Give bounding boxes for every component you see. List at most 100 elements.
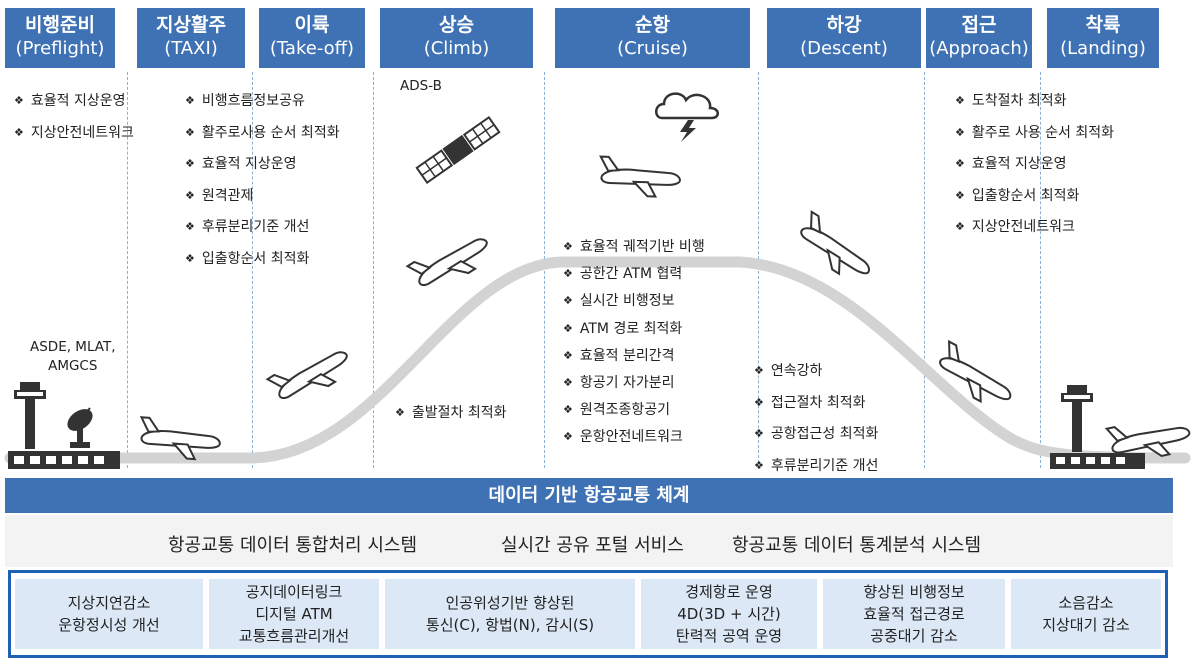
phase-takeoff: 이륙 (Take-off) <box>259 8 365 68</box>
asde-label-line1: ASDE, MLAT, <box>30 339 116 355</box>
benefit-box: 지상지연감소 운항정시성 개선 <box>15 579 203 649</box>
benefit-line: 통신(C), 항법(N), 감시(S) <box>425 616 595 634</box>
airplane-icon <box>939 339 1012 404</box>
cruise-list: 효율적 궤적기반 비행 공한간 ATM 협력 실시간 비행정보 ATM 경로 최… <box>563 234 705 452</box>
benefit-line: 지상지연감소 <box>67 594 151 612</box>
airplane-icon <box>800 210 870 276</box>
list-item: 공한간 ATM 협력 <box>563 261 705 288</box>
climb-list: 출발절차 최적화 <box>395 398 507 430</box>
storm-cloud-icon <box>655 92 719 142</box>
list-item: 원격조종항공기 <box>563 397 705 424</box>
phase-landing: 착륙 (Landing) <box>1047 8 1159 68</box>
flight-profile-illustration <box>4 92 1191 469</box>
phase-divider <box>1040 72 1041 468</box>
phase-climb: 상승 (Climb) <box>380 8 533 68</box>
phase-label-en: (Cruise) <box>617 38 688 59</box>
list-item: 효율적 궤적기반 비행 <box>563 234 705 261</box>
phase-label-ko: 지상활주 <box>156 14 226 36</box>
benefit-line: 지상대기 감소 <box>1042 616 1130 634</box>
list-item: 도착절차 최적화 <box>955 86 1114 118</box>
benefit-box: 향상된 비행정보 효율적 접근경로 공중대기 감소 <box>823 579 1005 649</box>
airplane-icon <box>139 416 221 461</box>
radar-dish-icon <box>67 407 93 448</box>
list-item: 입출항순서 최적화 <box>185 244 340 276</box>
benefit-line: 공지데이터링크 <box>245 583 343 601</box>
list-item: 항공기 자가분리 <box>563 370 705 397</box>
benefit-line: 경제항로 운영 <box>685 583 773 601</box>
phase-label-ko: 하강 <box>826 14 862 36</box>
phase-label-en: (Take-off) <box>269 38 355 59</box>
list-item: 효율적 지상운영 <box>14 86 134 118</box>
benefit-line: 디지털 ATM <box>255 605 333 623</box>
phase-divider <box>924 72 925 468</box>
phase-label-en: (TAXI) <box>164 38 218 59</box>
benefit-line: 인공위성기반 향상된 <box>445 594 575 612</box>
phase-label-ko: 착륙 <box>1085 14 1121 36</box>
benefit-line: 운항정시성 개선 <box>58 616 160 634</box>
phase-divider <box>758 72 759 468</box>
phase-label-ko: 비행준비 <box>25 14 95 36</box>
benefit-line: 효율적 접근경로 <box>863 605 965 623</box>
benefit-line: 공중대기 감소 <box>870 627 958 645</box>
benefit-line: 4D(3D + 시간) <box>677 605 781 623</box>
preflight-list: 효율적 지상운영 지상안전네트워크 <box>14 86 134 149</box>
phase-divider <box>127 72 128 468</box>
benefit-box: 공지데이터링크 디지털 ATM 교통흐름관리개선 <box>209 579 379 649</box>
phase-label-en: (Descent) <box>800 38 888 59</box>
taxi-list: 비행흐름정보공유 활주로사용 순서 최적화 효율적 지상운영 원격관제 후류분리… <box>185 86 340 275</box>
phase-label-ko: 상승 <box>439 14 474 36</box>
list-item: 입출항순서 최적화 <box>955 181 1114 213</box>
phase-preflight: 비행준비 (Preflight) <box>5 8 115 68</box>
list-item: 효율적 지상운영 <box>955 149 1114 181</box>
benefit-box: 인공위성기반 향상된 통신(C), 항법(N), 감시(S) <box>385 579 635 649</box>
list-item: 출발절차 최적화 <box>395 398 507 430</box>
system-item: 실시간 공유 포털 서비스 <box>501 535 684 556</box>
benefit-line: 탄력적 공역 운영 <box>675 627 783 645</box>
benefits-panel: 지상지연감소 운항정시성 개선 공지데이터링크 디지털 ATM 교통흐름관리개선… <box>8 570 1168 658</box>
list-item: 실시간 비행정보 <box>563 288 705 315</box>
list-item: 연속강하 <box>754 356 878 388</box>
list-item: 지상안전네트워크 <box>955 212 1114 244</box>
airplane-icon <box>1104 426 1191 458</box>
phase-taxi: 지상활주 (TAXI) <box>137 8 245 68</box>
band-title: 데이터 기반 항공교통 체계 <box>5 478 1173 513</box>
phase-label-en: (Approach) <box>929 38 1029 59</box>
list-item: 지상안전네트워크 <box>14 118 134 150</box>
phase-cruise: 순항 (Cruise) <box>555 8 750 68</box>
system-item: 항공교통 데이터 통합처리 시스템 <box>168 535 418 556</box>
airplane-icon <box>265 351 348 400</box>
terminal-building-icon <box>8 451 120 469</box>
list-item: 효율적 분리간격 <box>563 343 705 370</box>
phase-approach: 접근 (Approach) <box>926 8 1032 68</box>
asde-label: ASDE, MLAT, AMGCS <box>30 338 116 376</box>
phase-label-en: (Climb) <box>423 38 490 59</box>
satellite-icon <box>415 115 501 185</box>
asde-label-line2: AMGCS <box>48 358 98 374</box>
terminal-building-icon <box>1050 453 1145 469</box>
phase-label-en: (Landing) <box>1060 38 1146 59</box>
benefit-line: 향상된 비행정보 <box>863 583 965 601</box>
phase-label-ko: 순항 <box>635 14 670 36</box>
phase-label-ko: 이륙 <box>294 14 330 36</box>
list-item: ATM 경로 최적화 <box>563 316 705 343</box>
system-item: 항공교통 데이터 통계분석 시스템 <box>732 535 982 556</box>
phase-label-en: (Preflight) <box>15 38 105 59</box>
benefit-line: 교통흐름관리개선 <box>238 627 350 645</box>
benefit-box: 경제항로 운영 4D(3D + 시간) 탄력적 공역 운영 <box>641 579 817 649</box>
list-item: 공항접근성 최적화 <box>754 419 879 451</box>
list-item: 접근절차 최적화 <box>754 388 878 420</box>
systems-row: 항공교통 데이터 통합처리 시스템 실시간 공유 포털 서비스 항공교통 데이터… <box>5 515 1173 567</box>
descent-list: 연속강하 접근절차 최적화 공항접근성 최적화 후류분리기준 개선 <box>754 356 879 482</box>
benefit-line: 소음감소 <box>1058 594 1114 612</box>
control-tower-icon <box>14 382 46 449</box>
approach-list: 도착절차 최적화 활주로 사용 순서 최적화 효율적 지상운영 입출항순서 최적… <box>955 86 1114 244</box>
list-item: 효율적 지상운영 <box>185 149 340 181</box>
control-tower-icon <box>1061 385 1093 452</box>
list-item: 활주로 사용 순서 최적화 <box>955 118 1114 150</box>
list-item: 운항안전네트워크 <box>563 424 705 451</box>
airplane-icon <box>599 155 681 198</box>
list-item: 원격관제 <box>185 181 340 213</box>
adsb-label: ADS-B <box>400 78 442 94</box>
phase-divider <box>544 72 545 468</box>
flight-profile-curve <box>4 256 1191 464</box>
